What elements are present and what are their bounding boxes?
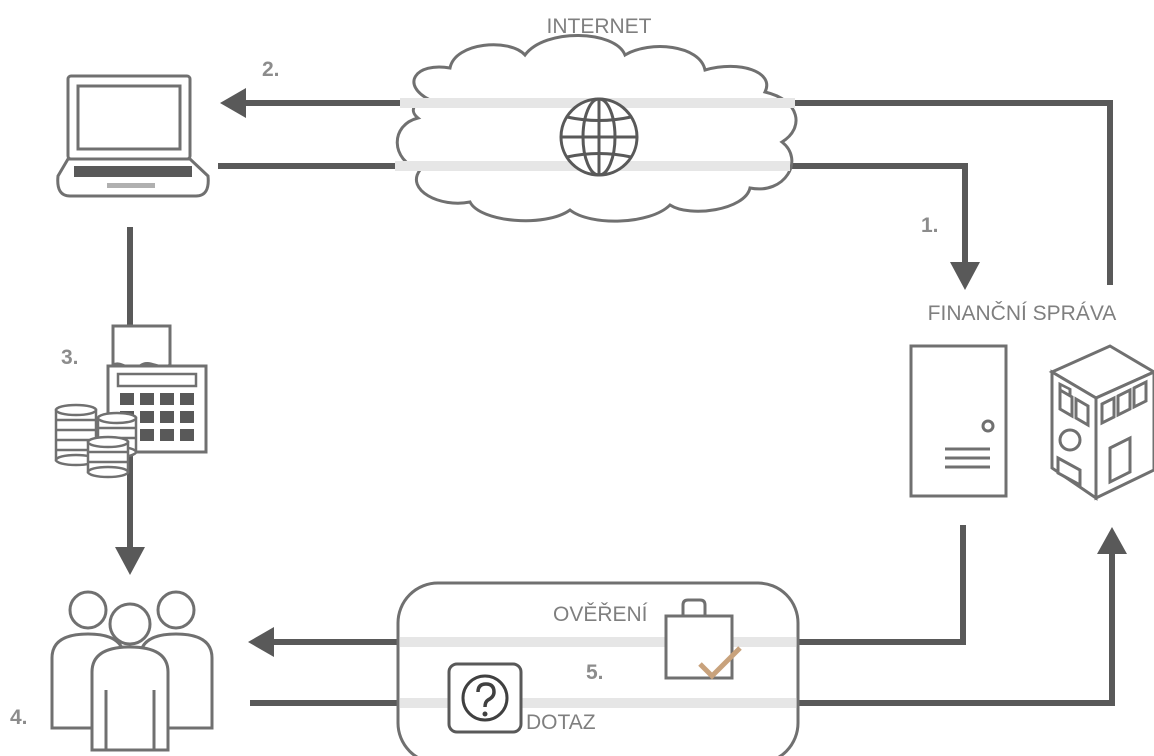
arrow-head-building [1097,527,1127,554]
coin-stack-back [54,403,98,467]
step-2: 2. [262,58,280,81]
globe-icon [559,97,639,177]
arrow-head-people [115,547,145,575]
building-icon [1048,344,1154,501]
step-5: 5. [586,661,604,684]
box-band-bottom [400,698,796,708]
shopping-bag-icon [664,598,742,680]
step-4: 4. [10,706,28,729]
label-dotaz: DOTAZ [526,711,596,734]
arrow-heads [115,88,1127,657]
box-band-top [400,637,796,647]
server-icon [909,344,1008,498]
step-3: 3. [61,346,79,369]
people-icon [50,590,214,752]
arrow-head-finance [950,262,980,290]
label-overeni: OVĚŘENÍ [553,603,648,626]
cloud-icon [395,34,798,223]
step-1: 1. [921,214,939,237]
laptop-icon [56,74,210,198]
arrow-head-laptop [220,88,246,118]
coin-stack-icon [54,403,138,479]
coin-stack-front [86,435,130,479]
question-icon [447,662,523,734]
checkmark-icon [698,646,742,680]
label-internet: INTERNET [547,15,652,38]
arrow-head-people-overeni [248,627,274,657]
label-financni-sprava: FINANČNÍ SPRÁVA [928,302,1117,325]
